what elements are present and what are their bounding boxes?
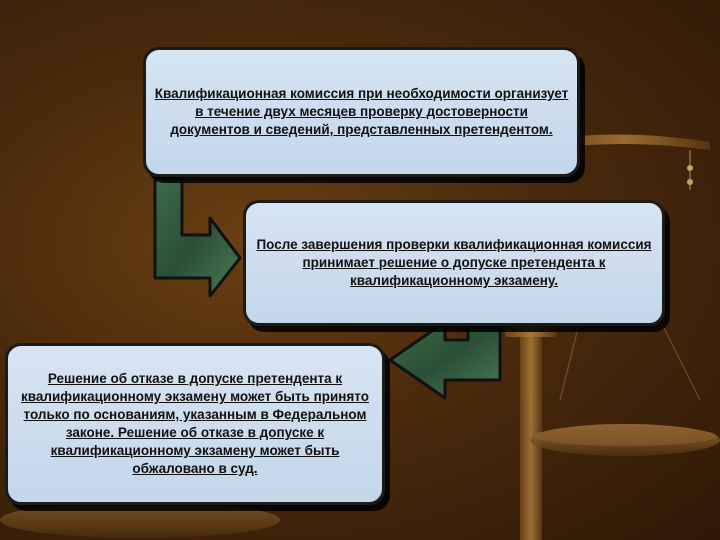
step1-text: Квалификационная комиссия при необходимо… <box>146 85 577 139</box>
step3-text: Решение об отказе в допуске претендента … <box>8 370 382 478</box>
step2-text: После завершения проверки квалификационн… <box>246 236 662 290</box>
step2-box: После завершения проверки квалификационн… <box>243 200 665 326</box>
step1-box: Квалификационная комиссия при необходимо… <box>143 47 580 177</box>
step3-box: Решение об отказе в допуске претендента … <box>5 343 385 505</box>
